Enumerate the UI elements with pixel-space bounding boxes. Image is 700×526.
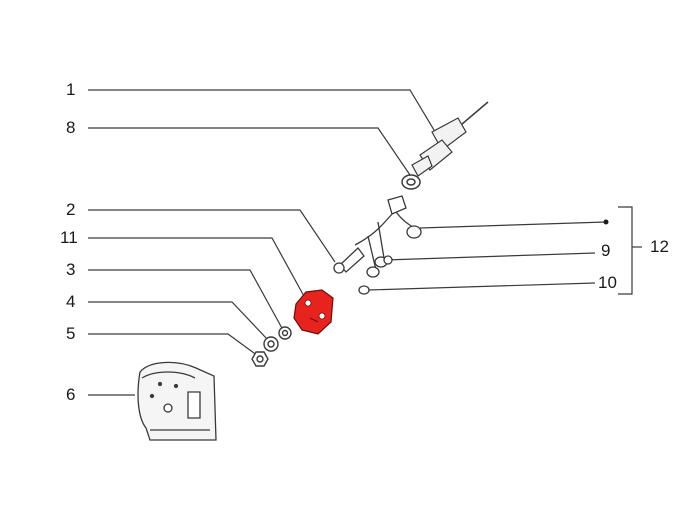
callout-8: 8 bbox=[66, 118, 76, 137]
callout-9: 9 bbox=[601, 241, 611, 260]
callout-6: 6 bbox=[66, 385, 76, 404]
leader-line-11 bbox=[88, 237, 306, 299]
leader-line-3 bbox=[88, 269, 284, 331]
leader-line-9 bbox=[384, 252, 596, 261]
callout-10: 10 bbox=[598, 273, 617, 292]
bracket-12 bbox=[618, 206, 633, 295]
leader-line-12-top bbox=[419, 221, 607, 229]
nut-5-part bbox=[251, 351, 269, 367]
leader-line-4 bbox=[88, 301, 269, 341]
washer-8-part bbox=[401, 174, 421, 190]
callout-4: 4 bbox=[66, 292, 76, 311]
washer-3-part bbox=[278, 326, 292, 340]
leader-line-10 bbox=[367, 282, 596, 291]
callout-12: 12 bbox=[650, 237, 669, 256]
callout-1: 1 bbox=[66, 80, 76, 99]
leader-line-2 bbox=[88, 209, 336, 263]
leader-line-5 bbox=[88, 333, 259, 357]
leader-line-8 bbox=[88, 127, 411, 176]
highlighted-gasket-part bbox=[293, 289, 334, 335]
leader-line-1 bbox=[88, 89, 438, 136]
washer-4-part bbox=[263, 336, 279, 352]
callout-5: 5 bbox=[66, 324, 76, 343]
dot-12 bbox=[603, 219, 609, 225]
bracket-assembly-part bbox=[333, 195, 422, 295]
callout-3: 3 bbox=[66, 260, 76, 279]
spark-plug-part bbox=[411, 101, 489, 177]
housing-part bbox=[137, 361, 217, 441]
callout-2: 2 bbox=[66, 200, 76, 219]
callout-11: 11 bbox=[60, 228, 78, 247]
